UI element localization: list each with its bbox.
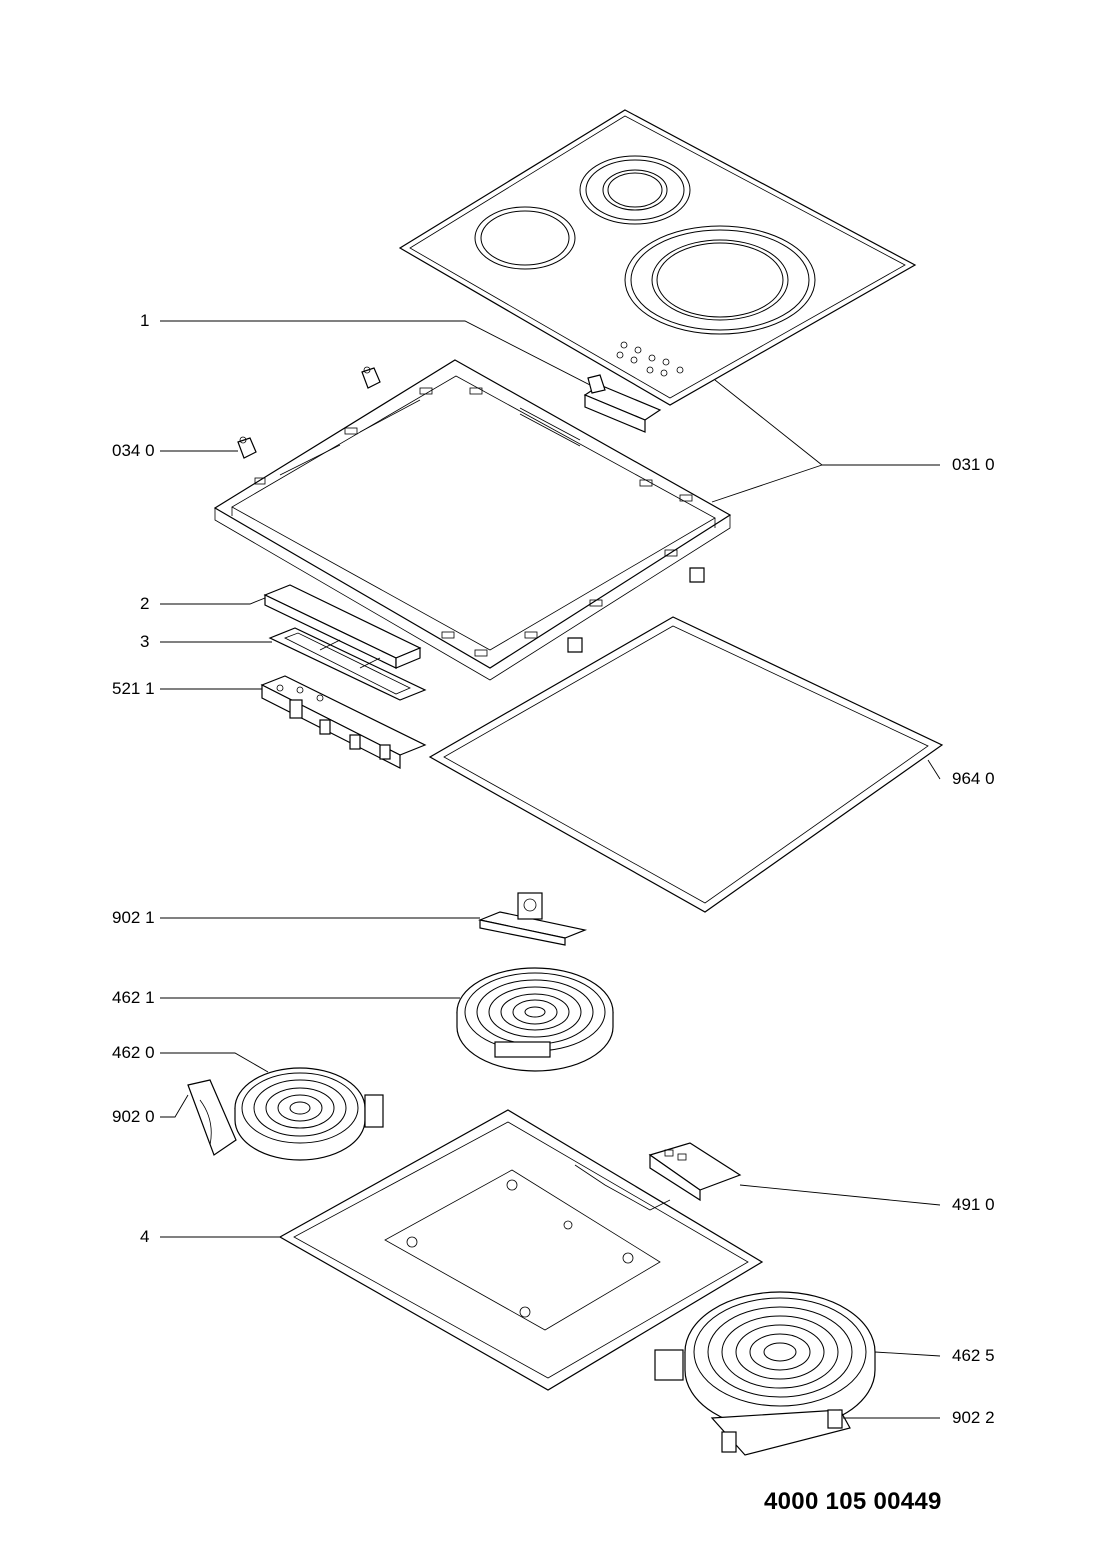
terminal-block-491-part (648, 1142, 742, 1202)
control-board-521-part (260, 675, 427, 769)
part-label-521-1: 521 1 (112, 679, 155, 698)
part-label-964-0: 964 0 (952, 769, 995, 788)
clip-034-part (237, 366, 705, 653)
part-label-462-5: 462 5 (952, 1346, 995, 1365)
heater-462-0-part (234, 1067, 384, 1161)
document-number: 4000 105 00449 (764, 1488, 942, 1515)
part-label-902-2: 902 2 (952, 1408, 995, 1427)
bracket-902-2-part (710, 1409, 851, 1456)
heater-462-5-part (654, 1291, 876, 1431)
part-label-462-0: 462 0 (112, 1043, 155, 1062)
bracket-902-0-part (187, 1079, 237, 1156)
part-label-462-1: 462 1 (112, 988, 155, 1007)
base-tray-4-part (278, 1109, 764, 1391)
glass-cooktop-part (398, 109, 917, 406)
part-label-902-0: 902 0 (112, 1107, 155, 1126)
frame-part (213, 359, 732, 681)
heater-462-1-part (456, 967, 614, 1072)
bracket-1-part (583, 374, 662, 433)
part-label-902-1: 902 1 (112, 908, 155, 927)
part-label-1: 1 (140, 311, 150, 330)
bracket-902-1-part (477, 892, 588, 946)
bracket-2-part (263, 584, 422, 669)
leader-lines (160, 320, 941, 1419)
seal-964-part (428, 616, 944, 913)
part-label-3: 3 (140, 632, 150, 651)
part-label-034-0: 034 0 (112, 441, 155, 460)
part-label-031-0: 031 0 (952, 455, 995, 474)
part-label-2: 2 (140, 594, 150, 613)
part-label-4: 4 (140, 1227, 150, 1246)
part-label-491-0: 491 0 (952, 1195, 995, 1214)
tray-3-part (268, 627, 427, 701)
